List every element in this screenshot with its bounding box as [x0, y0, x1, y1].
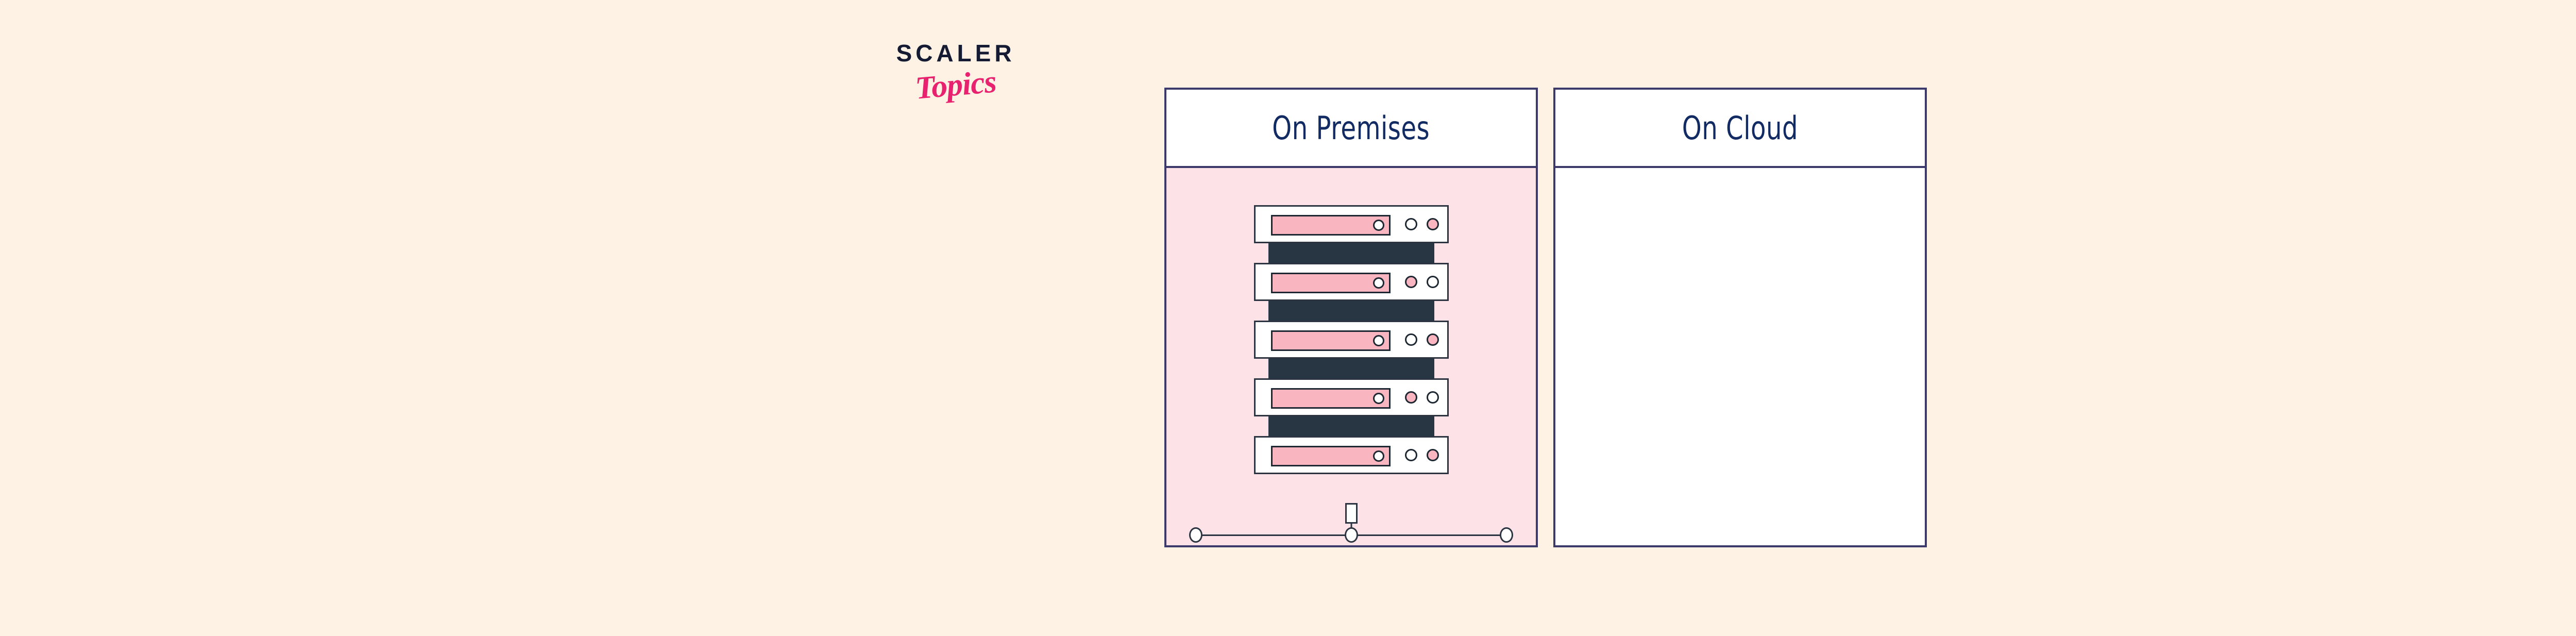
panel-header-on-premises: On Premises: [1166, 90, 1536, 168]
server-led-indicator: [1404, 276, 1417, 288]
rack-spacer: [1268, 242, 1434, 264]
server-unit: [1253, 205, 1449, 243]
server-slot-bar: [1270, 388, 1391, 409]
server-slot-knob-icon: [1372, 393, 1384, 404]
server-unit-body: [1253, 321, 1449, 359]
server-slot-knob-icon: [1372, 335, 1384, 346]
panel-on-cloud: On Cloud: [1553, 88, 1927, 547]
panel-header-on-cloud: On Cloud: [1555, 90, 1925, 168]
server-led-indicator: [1404, 333, 1417, 346]
server-unit: [1253, 378, 1449, 416]
server-unit-body: [1253, 205, 1449, 243]
panel-title-on-premises: On Premises: [1272, 109, 1430, 147]
server-led-indicator: [1404, 449, 1417, 461]
server-slot-bar: [1270, 446, 1391, 466]
server-led-indicator: [1426, 218, 1439, 230]
rack-spacer: [1268, 358, 1434, 379]
server-slot-bar: [1270, 273, 1391, 293]
server-rack-on-premises: [1253, 205, 1449, 474]
logo-script-topics: Topics: [913, 64, 998, 106]
logo-wordmark: SCALER: [896, 40, 1015, 66]
panel-on-premises: On Premises: [1164, 88, 1538, 547]
server-led-indicator: [1426, 391, 1439, 404]
server-unit: [1253, 436, 1449, 474]
server-led-indicator: [1404, 218, 1417, 230]
server-led-indicator: [1404, 391, 1417, 404]
panel-body-on-premises: [1166, 168, 1536, 545]
server-slot-knob-icon: [1372, 277, 1384, 289]
network-node-icon: [1500, 527, 1513, 543]
rack-spacer: [1268, 300, 1434, 322]
server-unit: [1253, 321, 1449, 359]
server-led-indicator: [1426, 276, 1439, 288]
panel-title-on-cloud: On Cloud: [1682, 109, 1799, 147]
server-led-indicator: [1426, 449, 1439, 461]
server-slot-bar: [1270, 215, 1391, 236]
server-unit-body: [1253, 378, 1449, 416]
network-stem: [1345, 503, 1358, 524]
server-slot-knob-icon: [1372, 450, 1384, 462]
rack-spacer: [1268, 415, 1434, 437]
server-slot-bar: [1270, 330, 1391, 351]
server-unit-body: [1253, 263, 1449, 301]
comparison-diagram: On Premises: [1164, 88, 1927, 547]
scaler-topics-logo: SCALER Topics: [871, 41, 1041, 124]
server-unit: [1253, 263, 1449, 301]
network-node-icon: [1189, 527, 1202, 543]
server-led-indicator: [1426, 333, 1439, 346]
server-slot-knob-icon: [1372, 220, 1384, 231]
network-node-icon: [1344, 527, 1358, 543]
server-unit-body: [1253, 436, 1449, 474]
